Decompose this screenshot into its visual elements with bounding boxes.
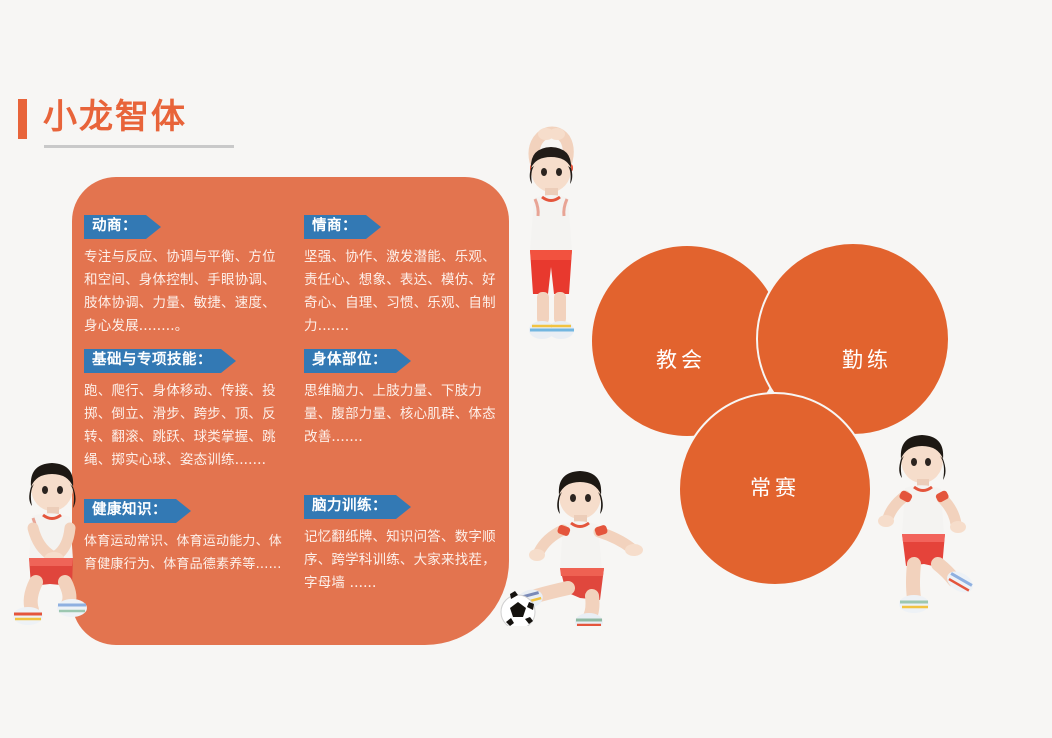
venn-circle-changsai: 常赛 (678, 392, 872, 586)
panel-jichu-tag: 基础与专项技能： (84, 349, 236, 373)
panel-shenti-tag: 身体部位： (304, 349, 411, 373)
page-title: 小龙智体 (43, 97, 187, 137)
panel-qingshang-body: 坚强、协作、激发潜能、乐观、责任心、想象、表达、模仿、好奇心、自理、习惯、乐观、… (304, 249, 496, 334)
panel-jiankang-tag: 健康知识： (84, 499, 191, 523)
panel-jichu-body: 跑、爬行、身体移动、传接、投掷、倒立、滑步、跨步、顶、反转、翻滚、跳跃、球类掌握… (84, 383, 276, 468)
boy-running-figure (878, 435, 973, 613)
panel-dongshang: 动商： 专注与反应、协调与平衡、方位和空间、身体控制、手眼协调、肢体协调、力量、… (84, 215, 289, 338)
venn-label-qinlian: 勤练 (842, 348, 892, 372)
boy-stretching-figure (528, 126, 574, 339)
panel-dongshang-body: 专注与反应、协调与平衡、方位和空间、身体控制、手眼协调、肢体协调、力量、敏捷、速… (84, 249, 276, 334)
panel-shenti-buwei: 身体部位： 思维脑力、上肢力量、下肢力量、腹部力量、核心肌群、体态改善.....… (304, 349, 509, 449)
title-underline (44, 145, 234, 148)
venn-label-jiaohui: 教会 (656, 348, 706, 372)
panel-naoli-body: 记忆翻纸牌、知识问答、数字顺序、跨学科训练、大家来找茬，字母墙 ...... (304, 529, 496, 591)
page-header: 小龙智体 (18, 95, 278, 157)
panel-naoli-xunlian: 脑力训练： 记忆翻纸牌、知识问答、数字顺序、跨学科训练、大家来找茬，字母墙 ..… (304, 495, 509, 595)
panel-qingshang: 情商： 坚强、协作、激发潜能、乐观、责任心、想象、表达、模仿、好奇心、自理、习惯… (304, 215, 504, 338)
panel-jichu-zhuanxiang-jineng: 基础与专项技能： 跑、爬行、身体移动、传接、投掷、倒立、滑步、跨步、顶、反转、翻… (84, 349, 294, 472)
venn-diagram: 教会 勤练 常赛 (592, 234, 952, 592)
panel-shenti-body: 思维脑力、上肢力量、下肢力量、腹部力量、核心肌群、体态改善....... (304, 383, 496, 445)
info-card: 动商： 专注与反应、协调与平衡、方位和空间、身体控制、手眼协调、肢体协调、力量、… (72, 177, 509, 645)
panel-jiankang-body: 体育运动常识、体育运动能力、体育健康行为、体育品德素养等...... (84, 534, 283, 572)
boy-squatting-figure (13, 463, 87, 625)
boy-kicking-ball-figure (500, 471, 643, 626)
panel-jiankang-zhishi: 健康知识： 体育运动常识、体育运动能力、体育健康行为、体育品德素养等...... (84, 499, 284, 576)
panel-dongshang-tag: 动商： (84, 215, 161, 239)
title-accent-bar (18, 99, 27, 139)
panel-naoli-tag: 脑力训练： (304, 495, 411, 519)
venn-label-changsai: 常赛 (750, 476, 800, 500)
panel-qingshang-tag: 情商： (304, 215, 381, 239)
